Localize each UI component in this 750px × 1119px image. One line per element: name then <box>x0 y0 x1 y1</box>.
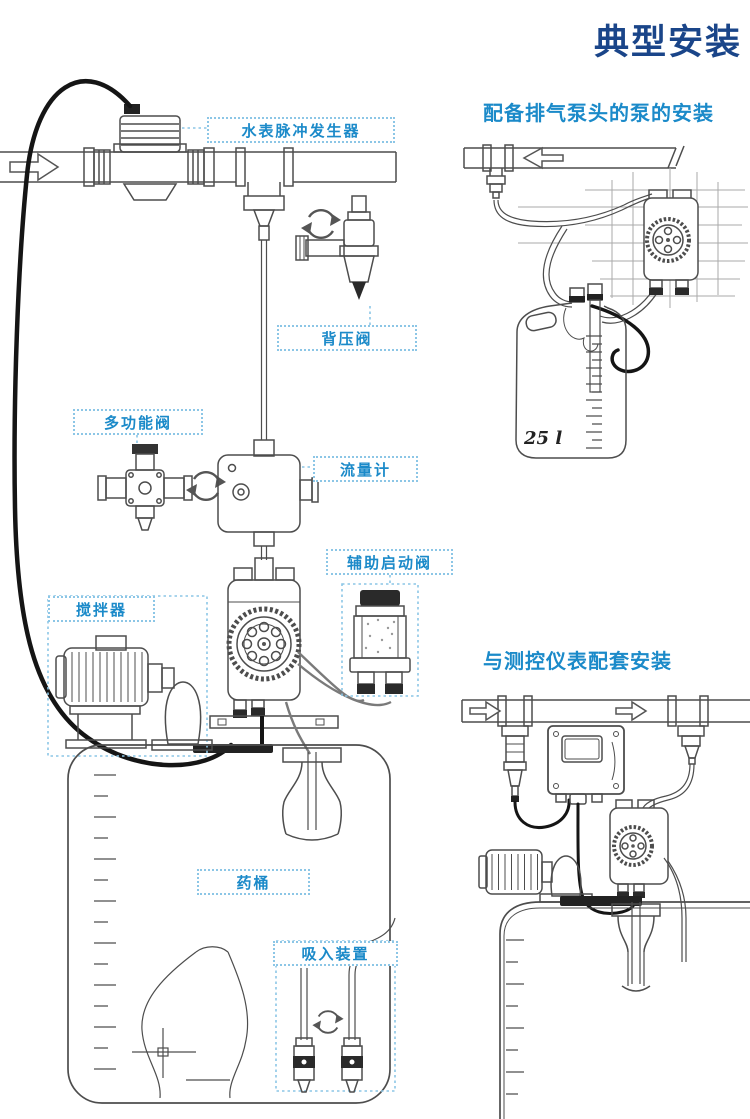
chemical-tank <box>67 744 391 1104</box>
level-switch-cable <box>590 304 651 374</box>
instrumentation-mixer <box>478 849 593 903</box>
degassing-pump <box>643 189 699 295</box>
label-water-meter-pulser: 水表脉冲发生器 <box>207 117 395 143</box>
rotation-arrows-icon <box>311 1010 345 1034</box>
flow-meter <box>217 439 319 560</box>
dosing-pump <box>193 557 339 753</box>
pump-tubing <box>284 651 392 755</box>
tank-graduations <box>94 774 116 1070</box>
canister <box>515 283 627 459</box>
section-heading-degassing: 配备排气泵头的泵的安装 <box>483 103 714 125</box>
controller-box <box>547 725 625 805</box>
main-pipe <box>0 147 397 187</box>
canister-volume-label: 25 l <box>524 428 563 449</box>
tank-graduations <box>506 939 524 1095</box>
label-multifunction-valve: 多功能阀 <box>73 409 203 435</box>
label-flow-meter: 流量计 <box>313 456 418 482</box>
back-pressure-valve <box>295 195 379 300</box>
page-title: 典型安装 <box>593 23 742 62</box>
multifunction-valve <box>97 444 193 531</box>
tank-molded-pattern <box>132 946 249 1099</box>
instrumentation-tank <box>499 896 750 1119</box>
label-chemical-tank: 药桶 <box>197 869 310 895</box>
rotation-arrows-icon <box>299 209 343 239</box>
label-back-pressure-valve: 背压阀 <box>277 325 417 351</box>
water-meter <box>113 104 187 201</box>
canister-graduations <box>586 335 602 449</box>
pulse-signal-cable <box>12 78 234 768</box>
label-mixer: 搅拌器 <box>48 596 155 622</box>
mixer-motor <box>47 595 213 757</box>
degassing-tubing <box>493 193 658 324</box>
instrumentation-injection-valve <box>641 725 705 813</box>
flow-arrow-left-icon <box>522 146 564 170</box>
sensor-cable <box>513 798 571 830</box>
degassing-pipe <box>463 144 685 199</box>
section-heading-instrumentation: 与测控仪表配套安装 <box>483 651 672 673</box>
flow-arrow-right-icon <box>469 700 502 722</box>
label-suction-device: 吸入装置 <box>273 941 398 966</box>
wall-grid <box>518 168 748 308</box>
aux-priming-valve <box>341 583 419 697</box>
sensor-probe <box>501 725 529 802</box>
label-leader-lines <box>136 127 391 584</box>
flow-arrow-right-icon <box>615 700 648 722</box>
instrumentation-pipe <box>461 695 750 727</box>
flow-arrow-right-icon <box>9 152 60 182</box>
label-aux-priming-valve: 辅助启动阀 <box>326 549 453 575</box>
tank-suction-funnel <box>282 747 342 841</box>
injection-fitting <box>243 182 285 440</box>
instrumentation-pump <box>609 799 687 962</box>
